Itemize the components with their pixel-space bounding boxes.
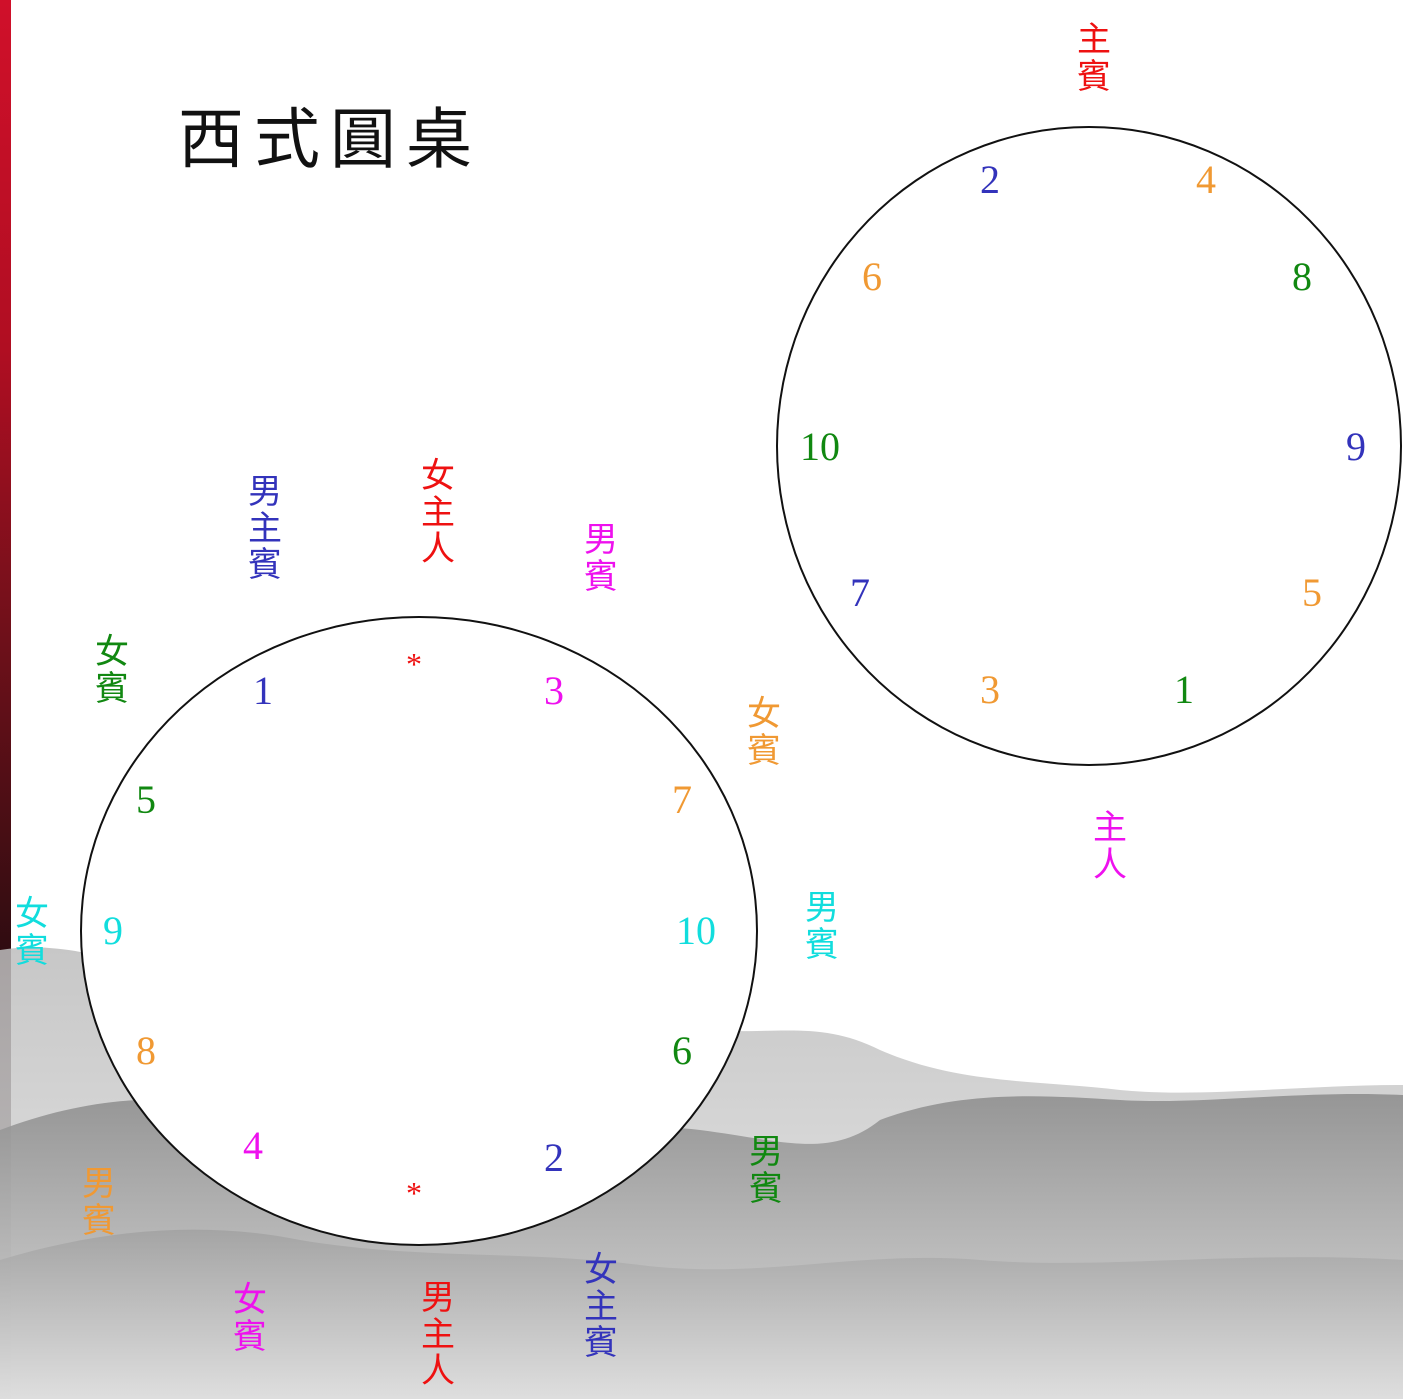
- seat-number: 9: [103, 908, 123, 953]
- role-label: 女賓: [233, 1280, 267, 1357]
- table-a-label-host: 男主人: [418, 1280, 458, 1390]
- table-a-label-male-guest-of-honor: 男主賓: [245, 474, 285, 584]
- role-label: 男主賓: [248, 472, 282, 586]
- table-a-seat-9: 9: [103, 911, 123, 951]
- seat-number: 6: [862, 254, 882, 299]
- table-b-seat-6: 6: [862, 257, 882, 297]
- role-label: 主賓: [1077, 20, 1111, 97]
- seat-number: 6: [672, 1028, 692, 1073]
- table-a-seat-3: 3: [544, 671, 564, 711]
- role-label: 男賓: [805, 888, 839, 965]
- table-a-label-male-guest-6: 男賓: [746, 1134, 786, 1207]
- table-b-seat-8: 8: [1292, 257, 1312, 297]
- seat-number: 5: [1302, 570, 1322, 615]
- seat-number: 10: [676, 908, 716, 953]
- role-label: 女主賓: [584, 1250, 618, 1364]
- table-a-seat-5: 5: [136, 780, 156, 820]
- table-a-label-female-guest-4: 女賓: [230, 1282, 270, 1355]
- left-accent-bar: [0, 0, 11, 1399]
- seat-number: 1: [253, 668, 273, 713]
- table-a-label-female-guest-of-honor: 女主賓: [581, 1252, 621, 1362]
- table-b-seat-7: 7: [850, 573, 870, 613]
- seat-number: 1: [1174, 667, 1194, 712]
- seat-marker: *: [406, 646, 422, 682]
- table-a-label-male-guest-8: 男賓: [79, 1166, 119, 1239]
- table-b-seat-4: 4: [1196, 160, 1216, 200]
- seat-number: 7: [672, 777, 692, 822]
- role-label: 男賓: [584, 520, 618, 597]
- seat-marker: *: [406, 1175, 422, 1211]
- table-a-seat-10: 10: [676, 911, 716, 951]
- table-a-label-female-guest-9: 女賓: [12, 896, 52, 969]
- table-a-label-male-guest-3: 男賓: [581, 522, 621, 595]
- table-a-label-male-guest-10: 男賓: [802, 890, 842, 963]
- table-b-seat-5: 5: [1302, 573, 1322, 613]
- seat-number: 4: [1196, 157, 1216, 202]
- table-a-seat-2: 2: [544, 1138, 564, 1178]
- table-b-seat-9: 9: [1346, 427, 1366, 467]
- seat-number: 8: [136, 1028, 156, 1073]
- table-a-seat-1: 1: [253, 671, 273, 711]
- table-a-label-hostess: 女主人: [418, 458, 458, 568]
- table-a-seat-8: 8: [136, 1031, 156, 1071]
- table-a-label-female-guest-7: 女賓: [744, 696, 784, 769]
- role-label: 男主人: [421, 1278, 455, 1392]
- seat-number: 3: [544, 668, 564, 713]
- seat-number: 9: [1346, 424, 1366, 469]
- seat-number: 5: [136, 777, 156, 822]
- role-label: 主人: [1093, 808, 1127, 885]
- table-a-seat-7: 7: [672, 780, 692, 820]
- round-table-b: [776, 126, 1402, 766]
- table-b-seat-3: 3: [980, 670, 1000, 710]
- table-b-seat-2: 2: [980, 160, 1000, 200]
- table-a-seat-4: 4: [243, 1126, 263, 1166]
- seat-number: 2: [544, 1135, 564, 1180]
- table-b-label-guest-of-honor: 主賓: [1074, 22, 1114, 95]
- round-table-a: [80, 616, 758, 1246]
- seat-number: 2: [980, 157, 1000, 202]
- seat-number: 7: [850, 570, 870, 615]
- role-label: 男賓: [749, 1132, 783, 1209]
- role-label: 女賓: [747, 694, 781, 771]
- table-a-label-female-guest-5: 女賓: [92, 634, 132, 707]
- role-label: 女賓: [15, 894, 49, 971]
- role-label: 男賓: [82, 1164, 116, 1241]
- role-label: 女賓: [95, 632, 129, 709]
- seat-number: 3: [980, 667, 1000, 712]
- table-a-seat-bottom: *: [406, 1177, 422, 1209]
- table-a-seat-top: *: [406, 648, 422, 680]
- table-b-seat-10: 10: [800, 427, 840, 467]
- role-label: 女主人: [421, 456, 455, 570]
- table-b-seat-1: 1: [1174, 670, 1194, 710]
- table-b-label-host: 主人: [1090, 810, 1130, 883]
- seat-number: 4: [243, 1123, 263, 1168]
- page-title: 西式圓桌: [178, 101, 482, 178]
- seat-number: 8: [1292, 254, 1312, 299]
- table-a-seat-6: 6: [672, 1031, 692, 1071]
- seat-number: 10: [800, 424, 840, 469]
